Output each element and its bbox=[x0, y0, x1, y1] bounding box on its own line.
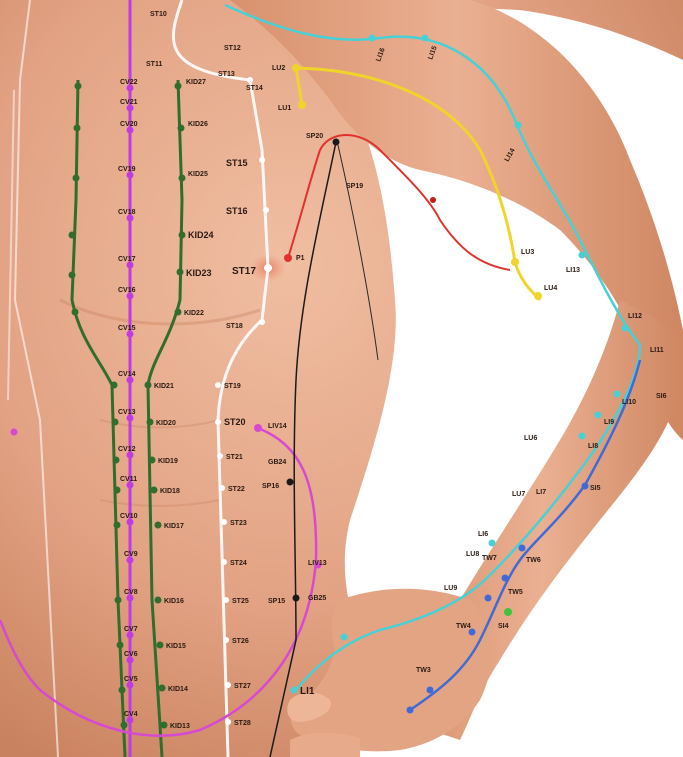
label-sp15: SP15 bbox=[268, 598, 285, 605]
label-si6: SI6 bbox=[656, 393, 667, 400]
label-gb25: GB25 bbox=[308, 595, 326, 602]
label-kid18: KID18 bbox=[160, 488, 180, 495]
finger-shape bbox=[290, 733, 360, 757]
label-cv15: CV15 bbox=[118, 325, 136, 332]
label-lu9: LU9 bbox=[444, 585, 457, 592]
label-li1: LI1 bbox=[300, 686, 315, 697]
label-st13: ST13 bbox=[218, 71, 235, 78]
label-cv9: CV9 bbox=[124, 551, 138, 558]
label-lu4: LU4 bbox=[544, 285, 557, 292]
label-li11: LI11 bbox=[650, 347, 664, 354]
label-lu8: LU8 bbox=[466, 551, 479, 558]
label-si4: SI4 bbox=[498, 623, 509, 630]
label-sp16: SP16 bbox=[262, 483, 279, 490]
label-st15: ST15 bbox=[226, 158, 248, 168]
label-kid19: KID19 bbox=[158, 458, 178, 465]
label-si5: SI5 bbox=[590, 485, 601, 492]
label-cv4: CV4 bbox=[124, 711, 138, 718]
label-kid20: KID20 bbox=[156, 420, 176, 427]
label-kid25: KID25 bbox=[188, 171, 208, 178]
label-st16: ST16 bbox=[226, 206, 248, 216]
label-cv6: CV6 bbox=[124, 651, 138, 658]
label-cv22: CV22 bbox=[120, 79, 138, 86]
label-li8: LI8 bbox=[588, 443, 598, 450]
label-st21: ST21 bbox=[226, 454, 243, 461]
label-kid17: KID17 bbox=[164, 523, 184, 530]
label-li6: LI6 bbox=[478, 531, 488, 538]
label-cv14: CV14 bbox=[118, 371, 136, 378]
label-cv19: CV19 bbox=[118, 166, 136, 173]
label-kid14: KID14 bbox=[168, 686, 188, 693]
pericardium-point-2 bbox=[430, 197, 436, 203]
label-cv17: CV17 bbox=[118, 256, 136, 263]
label-tw3: TW3 bbox=[416, 667, 431, 674]
label-tw4: TW4 bbox=[456, 623, 471, 630]
pericardium-point bbox=[284, 254, 292, 262]
label-li7: LI7 bbox=[536, 489, 546, 496]
green-point bbox=[504, 608, 512, 616]
label-cv12: CV12 bbox=[118, 446, 136, 453]
label-kid21: KID21 bbox=[154, 383, 174, 390]
label-st14: ST14 bbox=[246, 85, 263, 92]
label-st25: ST25 bbox=[232, 598, 249, 605]
label-liv14: LIV14 bbox=[268, 423, 287, 430]
label-cv7: CV7 bbox=[124, 626, 138, 633]
label-kid24: KID24 bbox=[188, 230, 214, 240]
label-st10: ST10 bbox=[150, 11, 167, 18]
label-st27: ST27 bbox=[234, 683, 251, 690]
label-p1: P1 bbox=[296, 255, 305, 262]
label-kid16: KID16 bbox=[164, 598, 184, 605]
label-st24: ST24 bbox=[230, 560, 247, 567]
label-st28: ST28 bbox=[234, 720, 251, 727]
label-cv21: CV21 bbox=[120, 99, 138, 106]
label-st22: ST22 bbox=[228, 486, 245, 493]
label-sp19: SP19 bbox=[346, 183, 363, 190]
label-st17: ST17 bbox=[232, 266, 256, 277]
label-li12: LI12 bbox=[628, 313, 642, 320]
label-kid15: KID15 bbox=[166, 643, 186, 650]
label-liv13: LIV13 bbox=[308, 560, 327, 567]
label-cv18: CV18 bbox=[118, 209, 136, 216]
label-tw6: TW6 bbox=[526, 557, 541, 564]
label-lu1: LU1 bbox=[278, 105, 291, 112]
label-lu6: LU6 bbox=[524, 435, 537, 442]
label-kid26: KID26 bbox=[188, 121, 208, 128]
label-sp20: SP20 bbox=[306, 133, 323, 140]
label-gb24: GB24 bbox=[268, 459, 286, 466]
label-li9: LI9 bbox=[604, 419, 614, 426]
label-st26: ST26 bbox=[232, 638, 249, 645]
label-cv11: CV11 bbox=[120, 476, 137, 483]
label-kid13: KID13 bbox=[170, 723, 190, 730]
label-kid22: KID22 bbox=[184, 310, 204, 317]
label-tw5: TW5 bbox=[508, 589, 523, 596]
label-st20: ST20 bbox=[224, 417, 246, 427]
liver-point-3 bbox=[11, 429, 18, 436]
label-li10: LI10 bbox=[622, 399, 636, 406]
label-st18: ST18 bbox=[226, 323, 243, 330]
label-cv8: CV8 bbox=[124, 589, 138, 596]
label-lu7: LU7 bbox=[512, 491, 525, 498]
label-cv13: CV13 bbox=[118, 409, 136, 416]
label-cv10: CV10 bbox=[120, 513, 138, 520]
liver-point bbox=[254, 424, 262, 432]
label-tw7: TW7 bbox=[482, 555, 497, 562]
label-st12: ST12 bbox=[224, 45, 241, 52]
label-kid23: KID23 bbox=[186, 268, 212, 278]
label-kid27: KID27 bbox=[186, 79, 206, 86]
label-li13: LI13 bbox=[566, 267, 580, 274]
label-st19: ST19 bbox=[224, 383, 241, 390]
label-cv5: CV5 bbox=[124, 676, 138, 683]
label-lu3: LU3 bbox=[521, 249, 534, 256]
label-cv20: CV20 bbox=[120, 121, 138, 128]
label-lu2: LU2 bbox=[272, 65, 285, 72]
label-st11: ST11 bbox=[146, 61, 162, 68]
label-st23: ST23 bbox=[230, 520, 247, 527]
label-cv16: CV16 bbox=[118, 287, 136, 294]
